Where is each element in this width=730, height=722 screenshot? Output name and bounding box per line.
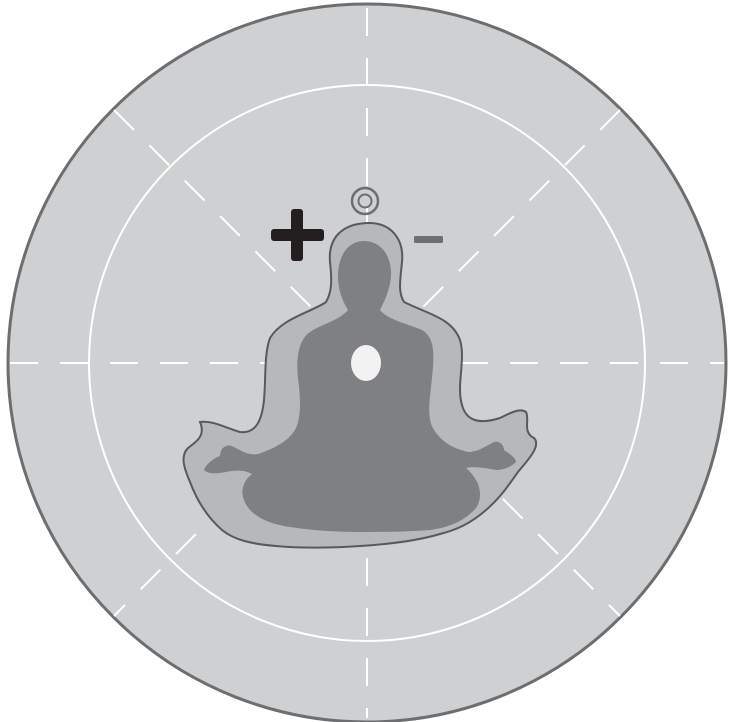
minus-sign-icon xyxy=(414,236,443,243)
heart-point xyxy=(351,345,381,381)
